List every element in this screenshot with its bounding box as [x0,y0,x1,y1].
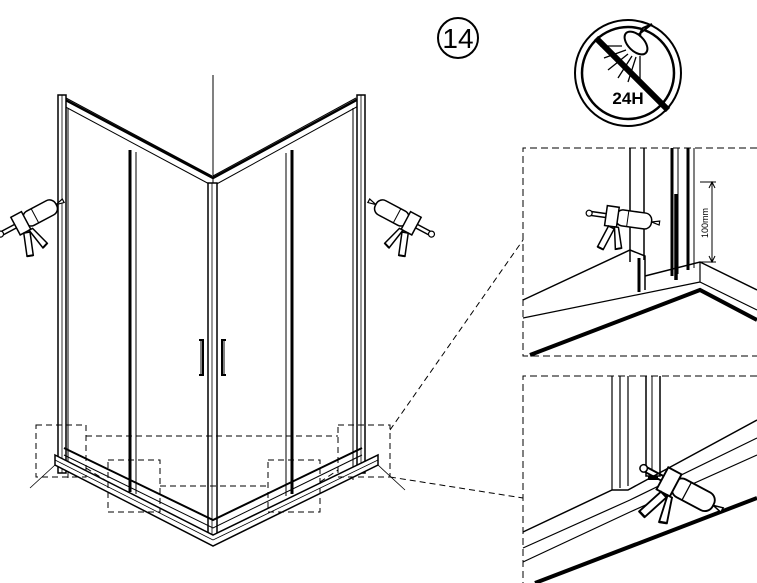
caulking-gun-icon [619,454,730,549]
detail-panel-bottom [522,375,757,583]
step-number: 14 [442,23,473,54]
door-handles [199,339,226,376]
detail-panel-top: 100mm [522,147,757,357]
warning-duration-label: 24H [612,89,643,108]
shower-enclosure [29,75,406,547]
step-number-badge: 14 [437,17,479,59]
seal-height-label: 100mm [700,208,710,238]
caulking-gun-icon [580,201,662,258]
no-shower-icon: 24H [574,19,682,127]
seal-detail-markers [35,424,391,513]
seal-height-dimension [700,180,716,264]
caulking-gun-icon [0,190,81,267]
shower-head-icon [600,23,653,83]
detail-leader-lines [389,239,524,499]
